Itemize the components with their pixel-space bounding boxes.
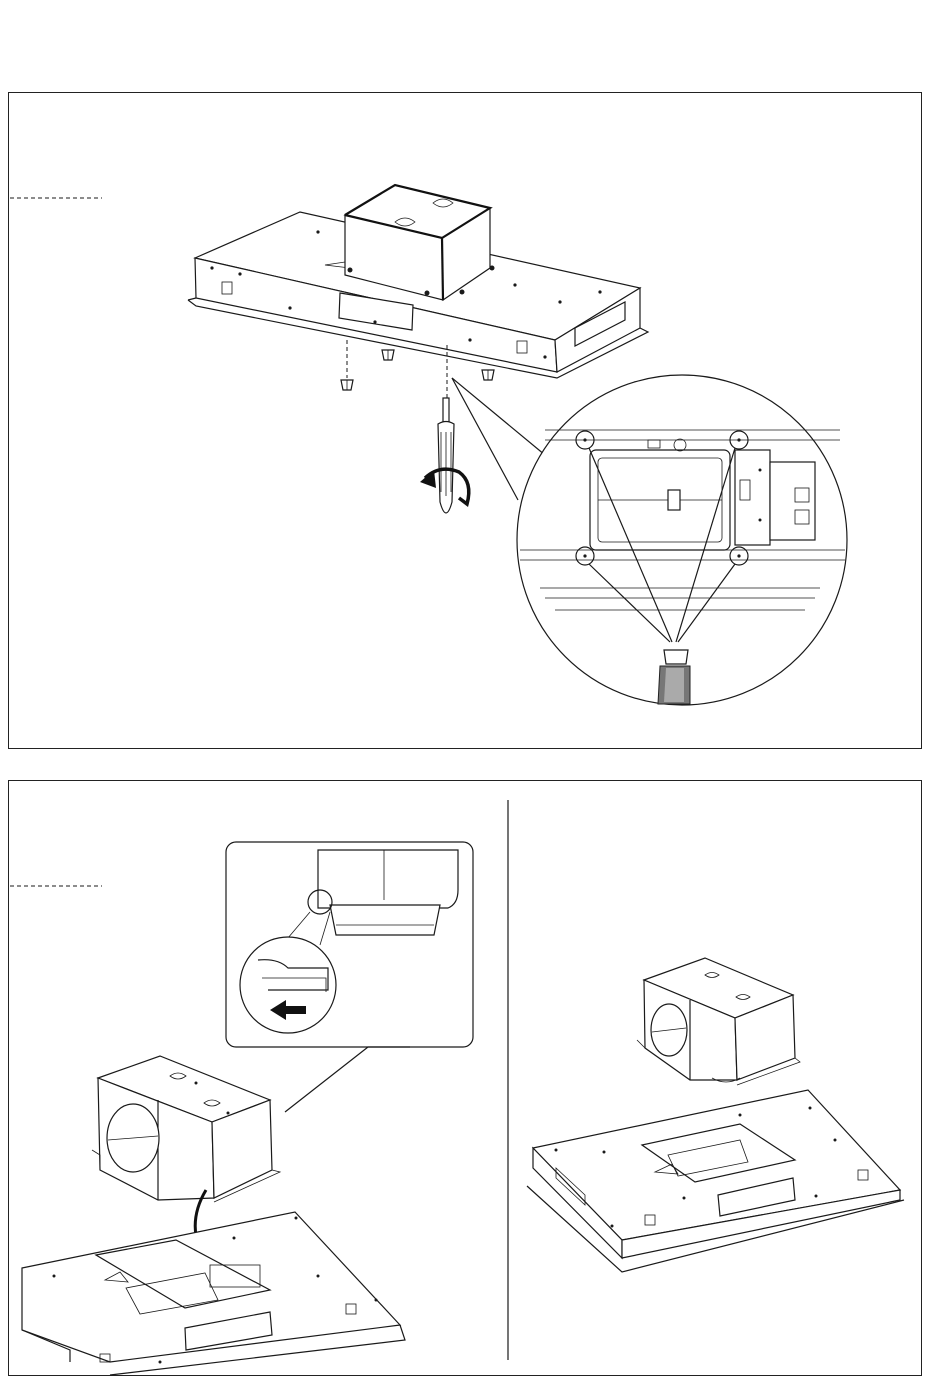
motor-box-bottom-right (637, 958, 800, 1085)
hood-body-bottom-right (527, 1090, 904, 1272)
magnified-clip-detail (226, 842, 473, 1047)
screwdriver-icon (438, 398, 454, 513)
hood-body-bottom-left (22, 1212, 405, 1375)
magnified-detail-top (452, 375, 847, 705)
